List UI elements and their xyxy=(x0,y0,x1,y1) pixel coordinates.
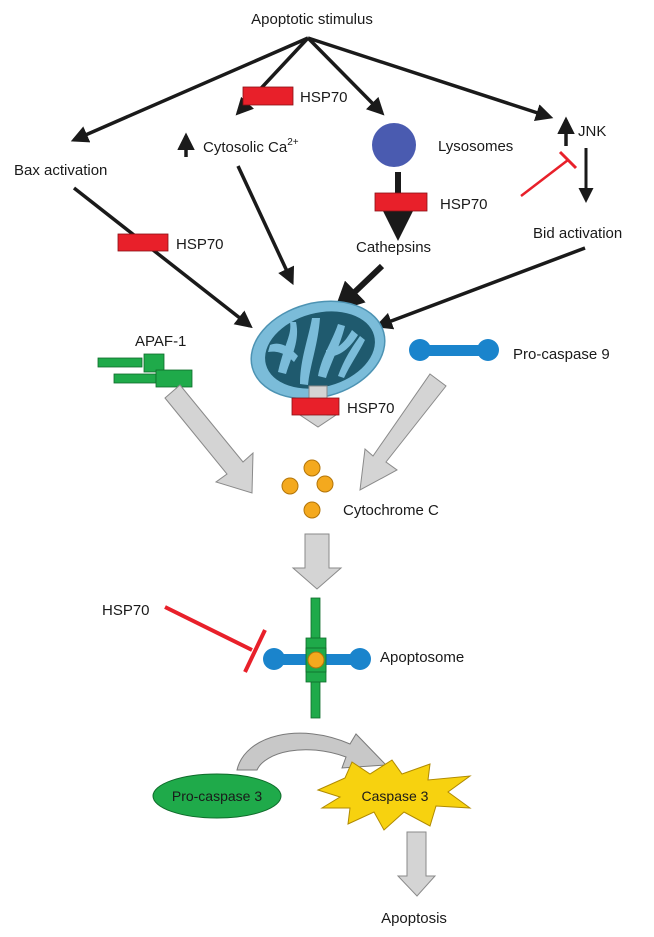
label-cytochrome-c: Cytochrome C xyxy=(343,502,439,519)
label-caspase-3: Caspase 3 xyxy=(362,788,429,804)
arrow-ca-to-mito xyxy=(236,165,295,286)
arrow-apaf-to-cytochrome xyxy=(164,384,254,494)
label-cytosolic-ca: Cytosolic Ca2+ xyxy=(203,137,299,156)
arrow-to-lysosomes xyxy=(306,36,385,116)
hsp70-label-lysosome: HSP70 xyxy=(440,196,488,213)
hsp70-label-bax: HSP70 xyxy=(176,236,224,253)
mito-input-arrows xyxy=(72,165,586,330)
label-pro-caspase-3: Pro-caspase 3 xyxy=(172,788,262,804)
arrow-caspase3-to-apoptosis xyxy=(396,831,437,897)
label-apoptotic-stimulus: Apoptotic stimulus xyxy=(251,11,373,28)
cytochrome-c-dots xyxy=(281,459,334,519)
label-bax-activation: Bax activation xyxy=(14,162,107,179)
pro-caspase-3-ellipse xyxy=(152,773,282,819)
arrow-caspase9-to-cytochrome xyxy=(359,373,447,491)
arrow-bax-to-mito xyxy=(72,186,253,329)
label-jnk: JNK xyxy=(578,123,606,140)
ca-superscript: 2+ xyxy=(287,137,299,148)
lysosome-circle-icon xyxy=(372,123,416,167)
label-lysosomes: Lysosomes xyxy=(438,138,513,155)
hsp70-block-lysosome xyxy=(374,192,428,212)
caspase-3-starburst xyxy=(316,759,472,831)
cytochrome-dot xyxy=(316,475,334,493)
label-apaf1: APAF-1 xyxy=(135,333,186,350)
arrow-to-jnk xyxy=(307,36,554,121)
cytochrome-dot xyxy=(303,459,321,477)
arrow-cytochrome-to-apoptosome xyxy=(291,533,343,590)
hsp70-block-mito xyxy=(291,397,340,416)
hsp70-block-ca xyxy=(242,86,294,106)
label-cathepsins: Cathepsins xyxy=(356,239,431,256)
hsp70-inhibitor-jnk xyxy=(520,150,578,197)
label-apoptosome: Apoptosome xyxy=(380,649,464,666)
apaf1-block-icon xyxy=(97,353,193,388)
label-apoptosis: Apoptosis xyxy=(381,910,447,927)
hsp70-label-apoptosome: HSP70 xyxy=(102,602,150,619)
curved-arrow-activation xyxy=(236,732,388,771)
hsp70-label-mito: HSP70 xyxy=(347,400,395,417)
cytosolic-ca-text: Cytosolic Ca xyxy=(203,139,288,156)
hsp70-block-bax xyxy=(117,233,169,252)
arrow-bid-to-mito xyxy=(374,246,586,330)
arrow-cathepsins-to-mito xyxy=(333,263,385,313)
label-pro-caspase-9: Pro-caspase 9 xyxy=(513,346,610,363)
dumbbell-icon xyxy=(409,339,499,361)
arrow-to-bax xyxy=(70,36,309,143)
cytochrome-dot xyxy=(303,501,321,519)
hsp70-inhibitor-apoptosome xyxy=(164,605,267,673)
stimulus-arrows xyxy=(70,36,554,143)
cytochrome-dot xyxy=(281,477,299,495)
mitochondrion-icon xyxy=(250,300,386,400)
hsp70-label-ca: HSP70 xyxy=(300,89,348,106)
label-bid-activation: Bid activation xyxy=(533,225,622,242)
apoptosome-icon xyxy=(263,597,371,719)
